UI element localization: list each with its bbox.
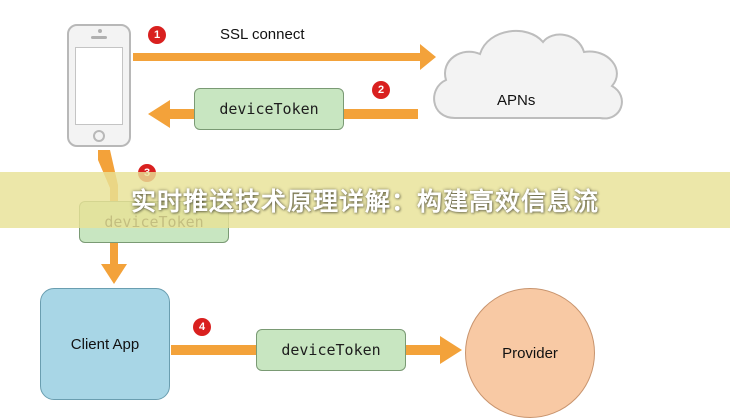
phone-screen [75,47,123,125]
arrow-ssl-connect [133,44,436,70]
step-badge-2: 2 [372,81,390,99]
provider-label: Provider [502,345,558,362]
push-flow-diagram: SSL connect APNs deviceToken deviceToken… [0,24,730,418]
client-app-label: Client App [70,335,140,353]
ssl-connect-label: SSL connect [220,26,305,43]
device-token-box-step4: deviceToken [256,329,406,371]
banner-title: 实时推送技术原理详解：构建高效信息流 [130,187,599,216]
iphone-icon [67,24,131,147]
apns-label: APNs [497,92,536,109]
step-badge-4: 4 [193,318,211,336]
cloud-icon [433,29,623,120]
step-badge-1: 1 [148,26,166,44]
title-banner: 实时推送技术原理详解：构建高效信息流 [0,172,730,228]
device-token-box-step2: deviceToken [194,88,344,130]
phone-camera [98,29,102,33]
client-app-node: Client App [40,288,170,400]
provider-node: Provider [465,288,595,418]
phone-speaker [91,36,107,39]
phone-home-button [93,130,105,142]
